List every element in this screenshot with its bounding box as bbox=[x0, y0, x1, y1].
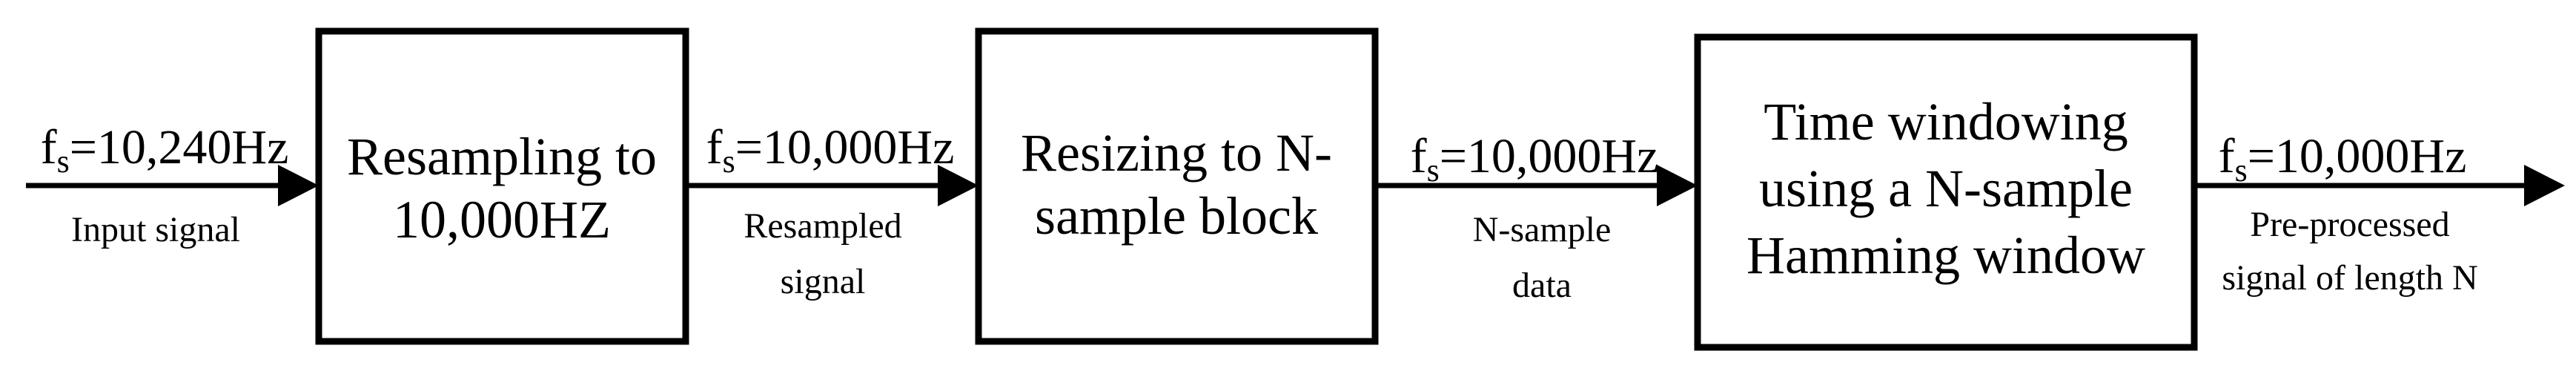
block-time-windowing-frame bbox=[1694, 33, 2198, 351]
arrow-resampled bbox=[686, 165, 979, 206]
signal-resampled-label1: Resampled bbox=[744, 206, 901, 246]
arrow-n-sample bbox=[1375, 165, 1698, 206]
block-resizing-line1: Resizing to N- bbox=[1021, 123, 1332, 183]
signal-n-sample-label1: N-sample bbox=[1473, 210, 1612, 249]
block-resampling-line1: Resampling to bbox=[347, 127, 657, 186]
signal-output-rate: fs=10,000Hz bbox=[2219, 129, 2467, 188]
block-time-windowing: Time windowing using a N-sample Hamming … bbox=[1694, 33, 2198, 351]
block-resizing-frame bbox=[975, 27, 1379, 345]
arrow-output bbox=[2194, 165, 2565, 206]
block-resampling-line2: 10,000HZ bbox=[393, 190, 611, 249]
signal-resampled-label2: signal bbox=[781, 262, 866, 301]
block-resizing-line2: sample block bbox=[1035, 186, 1318, 246]
block-time-windowing-line1: Time windowing bbox=[1764, 92, 2128, 151]
signal-output-label1: Pre-processed bbox=[2250, 205, 2449, 244]
signal-input: fs=10,240Hz Input signal bbox=[41, 120, 289, 249]
signal-resampled: fs=10,000Hz Resampled signal bbox=[706, 120, 955, 301]
signal-n-sample-label2: data bbox=[1512, 266, 1572, 305]
signal-input-rate: fs=10,240Hz bbox=[41, 120, 289, 180]
block-resizing: Resizing to N- sample block bbox=[975, 27, 1379, 345]
block-resampling-frame bbox=[315, 27, 689, 345]
signal-resampled-rate: fs=10,000Hz bbox=[706, 120, 955, 180]
arrow-input bbox=[26, 165, 319, 206]
block-resampling: Resampling to 10,000HZ bbox=[315, 27, 689, 345]
signal-n-sample-rate: fs=10,000Hz bbox=[1411, 129, 1659, 188]
signal-input-label: Input signal bbox=[71, 210, 240, 249]
signal-n-sample: fs=10,000Hz N-sample data bbox=[1411, 129, 1659, 305]
block-time-windowing-line2: using a N-sample bbox=[1759, 159, 2133, 218]
block-time-windowing-line3: Hamming window bbox=[1746, 226, 2145, 285]
signal-output-label2: signal of length N bbox=[2222, 258, 2477, 298]
signal-output: fs=10,000Hz Pre-processed signal of leng… bbox=[2219, 129, 2478, 298]
